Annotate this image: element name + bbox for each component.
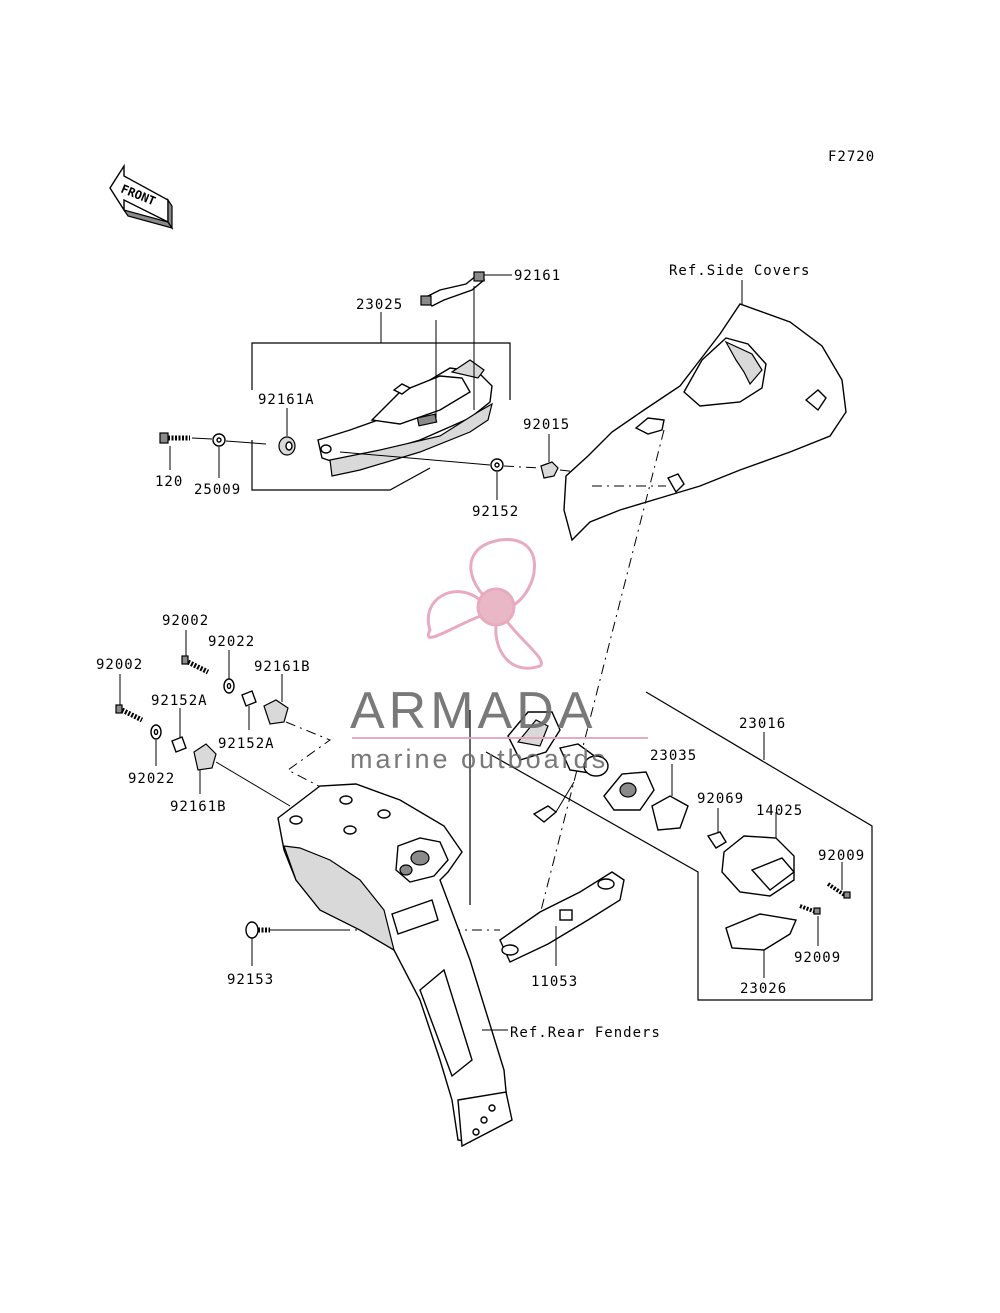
part-label[interactable]: 92069 bbox=[697, 791, 744, 807]
license-light-assembly-23016 bbox=[469, 691, 873, 1001]
side-cover-outline bbox=[563, 280, 847, 542]
rear-fender-bracket bbox=[245, 783, 513, 1148]
part-label[interactable]: 92161 bbox=[514, 268, 561, 284]
figure-code: F2720 bbox=[828, 149, 875, 165]
part-label[interactable]: 11053 bbox=[531, 974, 578, 990]
ref-side-covers[interactable]: Ref.Side Covers bbox=[669, 263, 810, 279]
watermark-tagline: marine outboards bbox=[350, 744, 608, 774]
armada-watermark: ARMADA marine outboards bbox=[350, 538, 648, 774]
propeller-logo-icon bbox=[426, 538, 543, 670]
part-label[interactable]: 92022 bbox=[128, 771, 175, 787]
part-label[interactable]: 92153 bbox=[227, 972, 274, 988]
part-label[interactable]: 92009 bbox=[818, 848, 865, 864]
taillight-assembly-23025 bbox=[159, 271, 671, 500]
part-label[interactable]: 23016 bbox=[739, 716, 786, 732]
ref-rear-fenders[interactable]: Ref.Rear Fenders bbox=[510, 1025, 661, 1041]
part-labels: 92161 23025 92161A 92015 120 25009 92152… bbox=[96, 263, 865, 1041]
license-plate-holder-11053 bbox=[499, 871, 625, 966]
part-label[interactable]: 120 bbox=[155, 474, 183, 490]
front-arrow-icon: FRONT bbox=[109, 163, 174, 230]
part-label[interactable]: 92161B bbox=[170, 799, 227, 815]
part-label[interactable]: 92022 bbox=[208, 634, 255, 650]
part-label[interactable]: 23026 bbox=[740, 981, 787, 997]
part-label[interactable]: 92161B bbox=[254, 659, 311, 675]
part-label[interactable]: 92002 bbox=[162, 613, 209, 629]
watermark-brand: ARMADA bbox=[350, 682, 596, 740]
part-label[interactable]: 92015 bbox=[523, 417, 570, 433]
part-label[interactable]: 14025 bbox=[756, 803, 803, 819]
part-label[interactable]: 25009 bbox=[194, 482, 241, 498]
part-label[interactable]: 92161A bbox=[258, 392, 315, 408]
part-label[interactable]: 92152A bbox=[218, 736, 275, 752]
part-label[interactable]: 92009 bbox=[794, 950, 841, 966]
part-label[interactable]: 92002 bbox=[96, 657, 143, 673]
left-hardware bbox=[115, 630, 332, 807]
part-label[interactable]: 23025 bbox=[356, 297, 403, 313]
part-label[interactable]: 92152A bbox=[151, 693, 208, 709]
part-label[interactable]: 23035 bbox=[650, 748, 697, 764]
part-label[interactable]: 92152 bbox=[472, 504, 519, 520]
